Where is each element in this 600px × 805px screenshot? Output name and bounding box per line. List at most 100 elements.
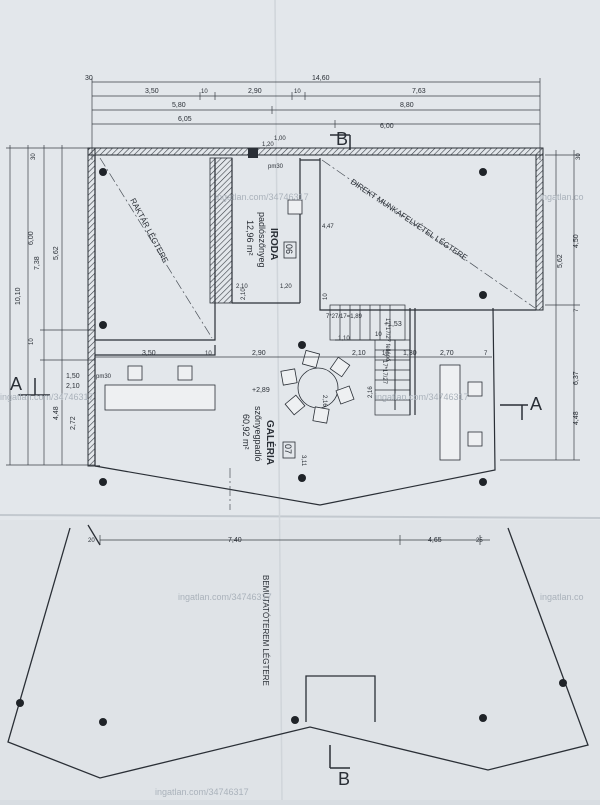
iroda-area: 12,96 m²: [245, 220, 255, 256]
dim-lower-25: 25: [476, 538, 483, 544]
watermark-7: ingatlan.co: [540, 592, 584, 602]
dim-left-30: 30: [31, 153, 37, 160]
dim-top-r1-c: 2,90: [248, 88, 262, 95]
top-dimension-lines: [91, 78, 541, 160]
dim-top-r1-b: 10: [201, 89, 208, 95]
dim-misc-110: 1,10: [338, 336, 350, 342]
galeria-area: 60,92 m²: [241, 414, 251, 450]
dim-misc-120: 1,20: [280, 284, 292, 290]
chair-right-2: [467, 431, 483, 447]
watermark-5: ingatlan.com/34746317: [155, 787, 249, 797]
dim-left-562: 5,62: [53, 246, 60, 260]
dim-top-120: 1,20: [262, 142, 274, 148]
furniture: [104, 199, 483, 461]
dim-lower-465: 4,65: [428, 537, 442, 544]
dim-left-448: 4,48: [53, 406, 60, 420]
table-chair-6: [280, 368, 298, 386]
dim-left-738: 7,38: [34, 256, 41, 270]
watermark-2: ingatlan.com/34746317: [0, 392, 94, 402]
dim-misc-216b: 2,16: [368, 386, 374, 398]
dim-mid-10b: 10: [382, 351, 389, 357]
dim-left-150: 1,50: [66, 373, 80, 380]
section-b-top-label: B: [336, 129, 348, 149]
left-dimension-lines: [6, 145, 95, 466]
section-marker-a-right: A: [500, 394, 542, 420]
dim-right-7: 7: [574, 308, 580, 312]
dim-lower-740: 7,40: [228, 537, 242, 544]
dim-top-r3-a: 6,05: [178, 116, 192, 123]
dim-right-562: 5,62: [557, 254, 564, 268]
dim-misc-level-153: +1,53: [384, 321, 402, 328]
dim-top-r1-d: 10: [294, 89, 301, 95]
iroda-number: 06: [284, 244, 294, 254]
dim-top-30: 30: [85, 75, 93, 82]
staircase: [329, 304, 411, 416]
dim-top-r3-b: 6,00: [380, 123, 394, 130]
showroom-outline: [7, 524, 589, 779]
dim-top-r2-a: 5,80: [172, 102, 186, 109]
section-a-right-label: A: [530, 394, 542, 414]
table-chair-4: [312, 406, 330, 424]
stair-label-1: 7*27/17=1,89: [326, 314, 363, 320]
dim-left-10: 10: [29, 338, 35, 345]
dim-lower-20: 20: [88, 538, 95, 544]
dim-total-width: 14,60: [312, 75, 330, 82]
dim-top-pm30: pm30: [268, 164, 284, 170]
dim-misc-447: 4,47: [322, 224, 334, 230]
paper-fold: [0, 514, 600, 519]
dim-top-100: 1,00: [274, 136, 286, 142]
section-a-left-label: A: [10, 374, 22, 394]
iroda-floor: padlószőnyeg: [257, 212, 267, 268]
watermark-6: ingatlan.co: [540, 192, 584, 202]
section-marker-b-bottom: B: [329, 745, 350, 789]
right-dimension-lines: [500, 150, 580, 461]
chair-office: [287, 199, 303, 215]
watermark-3: ingatlan.com/34746317: [375, 392, 469, 402]
stair-label-2: 17*17/27 fellépő: [384, 318, 390, 362]
dim-misc-210b: 2,10: [241, 288, 247, 300]
dim-top-r2-b: 8,80: [400, 102, 414, 109]
dim-left-total: 10,10: [15, 287, 22, 305]
desk-left: [104, 384, 216, 411]
dim-left-272: 2,72: [70, 416, 77, 430]
dim-mid-10: 10: [205, 351, 212, 357]
dim-right-637: 6,37: [573, 371, 580, 385]
table-chair-2: [329, 356, 351, 378]
room-galeria: 07 GALÉRIA szőnyegpadló 60,92 m²: [241, 406, 296, 465]
galeria-floor: szőnyegpadló: [253, 406, 263, 462]
dim-misc-level-289: +2,89: [252, 387, 270, 394]
watermark-4: ingatlan.com/34746317: [178, 592, 272, 602]
airspace-diagonals: [99, 157, 536, 510]
chair-left-2: [177, 365, 193, 381]
stair-label-3: 17*17/27: [381, 360, 387, 385]
dim-misc-311: 3,11: [300, 455, 306, 467]
section-marker-a-left: A: [10, 374, 50, 396]
iroda-name: IRODA: [268, 228, 279, 260]
section-b-bottom-label: B: [338, 769, 350, 789]
watermark-1: ingatlan.com/34746317: [215, 192, 309, 202]
partitions: [94, 155, 536, 506]
dim-mid-210: 2,10: [352, 350, 366, 357]
chair-left-1: [127, 365, 143, 381]
columns: [99, 168, 487, 486]
showroom-columns: [16, 679, 567, 726]
chair-right-1: [467, 381, 483, 397]
label-bemutato: BEMUTATÓTEREM LÉGTERE: [261, 575, 270, 686]
dim-mid-350: 3,50: [142, 350, 156, 357]
room-iroda: 06 IRODA padlószőnyeg 12,96 m²: [245, 212, 297, 268]
dim-misc-10c: 10: [375, 332, 382, 338]
dim-misc-10: 10: [323, 293, 329, 300]
dim-right-450: 4,50: [573, 234, 580, 248]
dim-mid-7: 7: [484, 351, 488, 357]
dim-right-448: 4,48: [573, 411, 580, 425]
table-chair-1: [301, 349, 321, 369]
dim-left-210: 2,10: [66, 383, 80, 390]
dim-mid-270: 2,70: [440, 350, 454, 357]
section-marker-b-top: B: [330, 129, 351, 150]
galeria-number: 07: [283, 444, 293, 454]
galeria-name: GALÉRIA: [264, 420, 277, 465]
dim-top-r1-a: 3,50: [145, 88, 159, 95]
dim-misc-210: 2,10: [236, 284, 248, 290]
dim-left-600: 6,00: [28, 231, 35, 245]
